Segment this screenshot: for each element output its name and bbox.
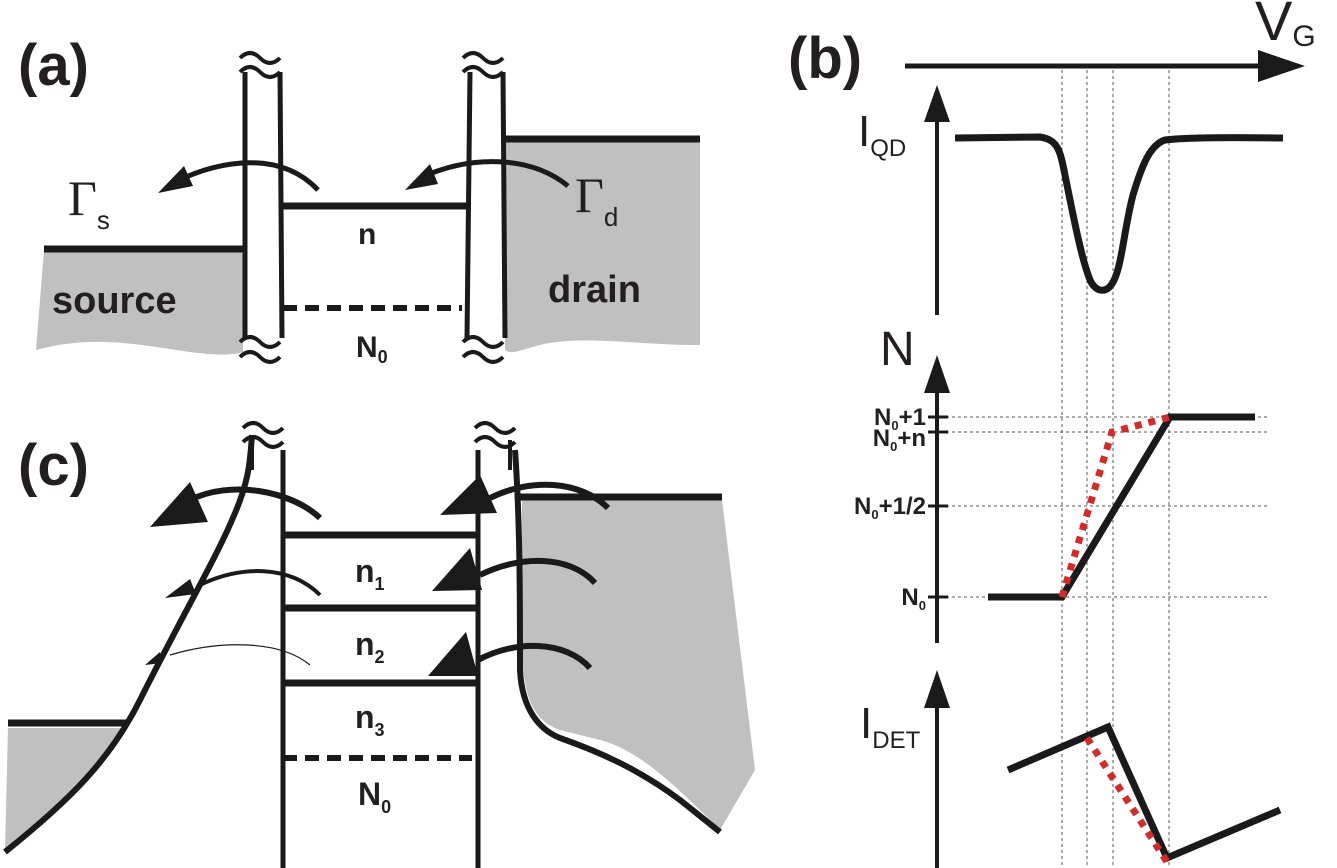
panel-a-label: (a) — [18, 33, 89, 98]
panel-b: (b) VG IQD N N0+1N0+nN0+1/2N0 IDET — [788, 0, 1316, 868]
iqd-axis-arrow-icon — [924, 85, 950, 122]
vg-axis-arrow-icon — [1258, 50, 1305, 82]
panel-c: (c) n1 n2 n3 N0 — [3, 421, 755, 868]
iqd-label: IQD — [858, 107, 906, 162]
c-in-arrow-1-head — [440, 475, 497, 515]
n-solid-line — [988, 413, 1255, 601]
left-barrier — [238, 51, 285, 364]
c-left-barrier-edge — [3, 434, 255, 855]
idet-label: IDET — [860, 699, 921, 754]
idet-red-dotted-line — [1084, 736, 1170, 864]
c-in-arrow-3 — [476, 642, 593, 671]
c-in-arrow-1 — [488, 481, 611, 511]
gamma-d-label: Γd — [575, 167, 618, 232]
arrow-to-source-head — [158, 166, 193, 193]
c-out-arrow-2 — [199, 569, 322, 597]
c-in-arrow-3-head — [428, 632, 478, 676]
vg-axis-label: VG — [1255, 0, 1316, 53]
right-barrier — [461, 51, 508, 364]
c-in-arrow-2-head — [432, 548, 482, 591]
level-N0-label: N0 — [356, 331, 388, 367]
level-n-label: n — [358, 218, 376, 251]
c-left-break-icon — [241, 421, 285, 435]
level-n2-label: n2 — [355, 626, 385, 667]
level-n1-label: n1 — [355, 553, 385, 594]
panel-c-label: (c) — [18, 433, 89, 498]
iqd-curve — [954, 133, 1284, 294]
n-tick-label: N0 — [901, 584, 926, 613]
n-tick-label: N0+1/2 — [854, 493, 926, 522]
n-axis-arrow-icon — [924, 355, 950, 393]
c-out-arrow-1-head — [150, 482, 208, 527]
c-drain-lead — [522, 500, 755, 830]
level-n3-label: n3 — [355, 699, 385, 740]
source-lead — [36, 250, 243, 355]
c-right-barrier-edge — [512, 449, 722, 835]
arrow-to-source — [173, 160, 320, 192]
c-source-lead — [5, 728, 125, 850]
n-axis-label: N — [880, 323, 915, 376]
c-right-break-icon — [473, 421, 517, 435]
c-out-arrow-1 — [188, 486, 323, 521]
c-out-arrow-2-head — [165, 579, 196, 598]
idet-solid-line — [1006, 722, 1282, 863]
panel-a: (a) source drain n — [18, 33, 700, 367]
level-N0-c-label: N0 — [358, 776, 391, 817]
c-out-arrow-3-head — [145, 652, 162, 665]
n-tick-label: N0+n — [873, 425, 926, 454]
arrow-from-drain-head — [405, 164, 438, 190]
drain-label: drain — [548, 269, 641, 311]
panel-b-label: (b) — [788, 26, 862, 91]
idet-axis-arrow-icon — [924, 670, 950, 708]
c-out-arrow-3 — [169, 644, 311, 666]
vertical-guides — [1061, 70, 1170, 868]
arrow-from-drain — [418, 159, 570, 188]
n-red-dotted-line — [1058, 413, 1171, 599]
n-tick-label: N0+1 — [874, 404, 926, 433]
source-label: source — [52, 280, 177, 322]
gamma-s-label: Γs — [68, 170, 110, 235]
n-tick-labels: N0+1N0+nN0+1/2N0 — [854, 404, 948, 613]
c-in-arrow-2 — [478, 557, 598, 586]
drain-lead — [505, 140, 700, 353]
